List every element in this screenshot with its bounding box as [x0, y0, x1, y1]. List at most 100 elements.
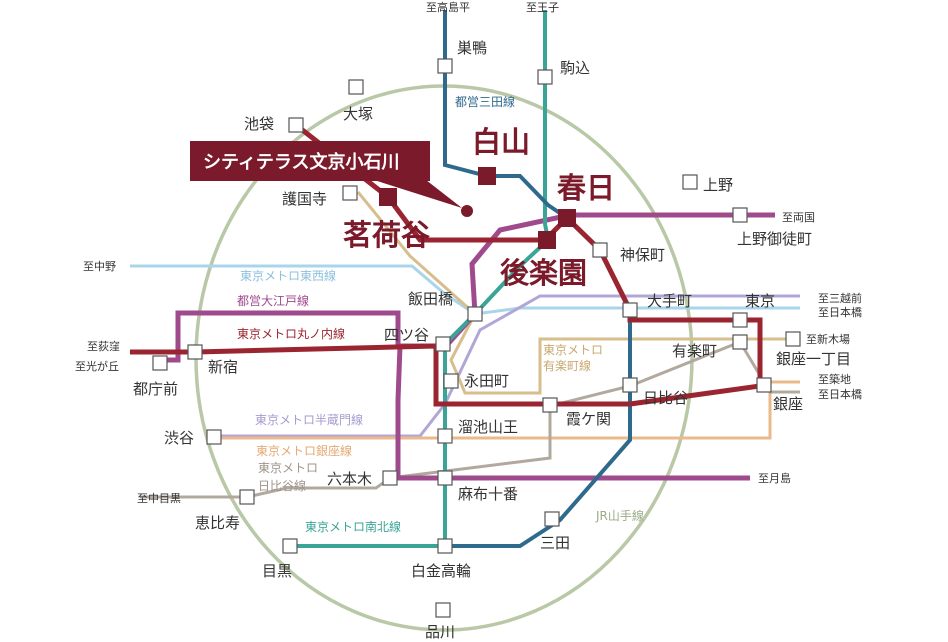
station-label-kasuga: 春日: [557, 171, 615, 205]
station-label-uenookachimachi: 上野御徒町: [737, 230, 812, 248]
station-label-hibiya: 日比谷: [643, 389, 688, 407]
station-label-shibuya: 渋谷: [164, 429, 194, 447]
line-label-mita: 都営三田線: [455, 94, 515, 109]
station-marker-otemachi[interactable]: [622, 302, 638, 318]
station-markers: [152, 58, 801, 618]
station-marker-nagatacho[interactable]: [443, 373, 459, 389]
line-label-tozai: 東京メトロ東西線: [240, 268, 336, 283]
station-marker-shinjuku[interactable]: [187, 344, 203, 360]
station-marker-kasuga[interactable]: [558, 209, 576, 227]
destination-labels: 至高島平 至王子 至両国 至中野 至三越前 至日本橋 至新木場 至荻窪 至光が丘…: [75, 0, 862, 505]
destination-hikarigaoka: 至光が丘: [75, 359, 119, 373]
station-label-tochomae: 都庁前: [133, 380, 178, 398]
station-label-gokokuji: 護国寺: [282, 190, 327, 208]
station-marker-yurakucho[interactable]: [732, 334, 748, 350]
station-marker-myogadani[interactable]: [379, 188, 397, 206]
station-marker-shibuya[interactable]: [206, 429, 222, 445]
station-marker-otsuka[interactable]: [348, 79, 364, 95]
station-marker-iidabashi[interactable]: [467, 306, 483, 322]
station-label-otsuka: 大塚: [343, 105, 373, 123]
station-label-azabujuban: 麻布十番: [458, 485, 518, 503]
station-marker-ginza[interactable]: [756, 377, 772, 393]
line-label-yurakucho-1: 東京メトロ: [543, 343, 603, 357]
station-marker-ueno[interactable]: [682, 174, 698, 190]
line-label-ginza: 東京メトロ銀座線: [256, 443, 352, 458]
station-marker-shinagawa[interactable]: [435, 602, 451, 618]
station-marker-sugamo[interactable]: [437, 58, 453, 74]
line-labels: 都営三田線 東京メトロ東西線 都営大江戸線 東京メトロ丸ノ内線 東京メトロ 有楽…: [237, 94, 644, 534]
station-label-ginzaitchome: 銀座一丁目: [776, 350, 851, 368]
station-marker-uenookachimachi[interactable]: [732, 207, 748, 223]
station-marker-azabujuban[interactable]: [437, 470, 453, 486]
station-marker-shinkiba[interactable]: [785, 331, 801, 347]
station-marker-shirokanetakanawa[interactable]: [437, 538, 453, 554]
station-label-meguro: 目黒: [262, 562, 292, 580]
station-marker-korakuen[interactable]: [538, 231, 556, 249]
station-marker-jimbocho[interactable]: [592, 242, 608, 258]
line-label-marunouchi: 東京メトロ丸ノ内線: [237, 326, 345, 341]
line-label-hibiya-1: 東京メトロ: [258, 461, 318, 475]
station-label-shinjuku: 新宿: [208, 358, 238, 376]
station-marker-meguro[interactable]: [282, 538, 298, 554]
destination-nakameguro: 至中目黒: [137, 492, 181, 505]
station-marker-tokyo[interactable]: [732, 312, 748, 328]
station-label-tameikesanno: 溜池山王: [458, 418, 518, 436]
station-marker-mita[interactable]: [544, 511, 560, 527]
station-marker-kasumigaseki[interactable]: [542, 397, 558, 413]
property-callout-pointer: [374, 180, 462, 208]
marunouchi-line: [130, 123, 763, 407]
line-label-yurakucho-2: 有楽町線: [543, 358, 591, 373]
station-label-ikebukuro: 池袋: [244, 115, 274, 133]
station-label-korakuen: 後楽園: [500, 256, 587, 290]
line-label-namboku: 東京メトロ南北線: [305, 519, 401, 534]
station-label-ebisu: 恵比寿: [195, 514, 240, 532]
station-label-komagome: 駒込: [560, 59, 590, 77]
property-location-dot: [461, 205, 473, 217]
station-label-ginza: 銀座: [773, 395, 803, 413]
destination-takashimadaira: 至高島平: [426, 0, 470, 14]
station-marker-komagome[interactable]: [537, 69, 553, 85]
station-label-mita: 三田: [540, 534, 570, 552]
destination-oji: 至王子: [526, 1, 559, 14]
station-label-sugamo: 巣鴨: [457, 39, 487, 57]
station-marker-yotsuya[interactable]: [435, 336, 451, 352]
station-label-nagatacho: 永田町: [464, 372, 509, 390]
station-label-kasumigaseki: 霞ケ関: [566, 410, 611, 428]
station-marker-gokokuji[interactable]: [342, 185, 358, 201]
destination-nakano: 至中野: [83, 260, 116, 273]
station-label-ueno: 上野: [703, 176, 733, 194]
station-marker-tameikesanno[interactable]: [437, 428, 453, 444]
destination-mitsukoshimae: 至三越前: [818, 291, 862, 305]
destination-nihombashi-1: 至日本橋: [818, 305, 862, 319]
line-label-yamanote: JR山手線: [595, 508, 644, 523]
station-label-shinagawa: 品川: [425, 623, 455, 641]
destination-tsukiji: 至築地: [818, 372, 851, 386]
destination-shinkiba: 至新木場: [806, 332, 850, 346]
destination-ryogoku: 至両国: [782, 211, 815, 224]
hanzomon-line: [215, 294, 800, 438]
ginza-line: [215, 380, 800, 440]
property-name: シティテラス文京小石川: [203, 151, 400, 173]
station-label-otemachi: 大手町: [647, 292, 692, 310]
destination-nihombashi-2: 至日本橋: [818, 387, 862, 401]
station-marker-ikebukuro[interactable]: [288, 117, 304, 133]
station-marker-roppongi[interactable]: [382, 470, 398, 486]
station-marker-tochomae[interactable]: [152, 355, 168, 371]
station-marker-hakusan[interactable]: [478, 167, 496, 185]
station-label-myogadani: 茗荷谷: [343, 218, 431, 252]
station-label-iidabashi: 飯田橋: [408, 290, 453, 308]
station-labels: 巣鴨 駒込 大塚 池袋 護国寺 上野 上野御徒町 神保町 飯田橋 大手町 東京 …: [133, 39, 851, 641]
station-marker-ebisu[interactable]: [239, 489, 255, 505]
hibiya-line: [140, 340, 800, 499]
line-label-oedo: 都営大江戸線: [237, 293, 309, 308]
station-label-yotsuya: 四ツ谷: [384, 326, 429, 344]
line-label-hibiya-2: 日比谷線: [258, 478, 306, 493]
station-marker-hibiya[interactable]: [622, 377, 638, 393]
station-label-hakusan: 白山: [472, 125, 530, 159]
station-label-jimbocho: 神保町: [620, 246, 665, 264]
station-label-tokyo: 東京: [745, 292, 775, 310]
station-label-roppongi: 六本木: [327, 470, 372, 488]
line-label-hanzomon: 東京メトロ半蔵門線: [255, 412, 363, 427]
